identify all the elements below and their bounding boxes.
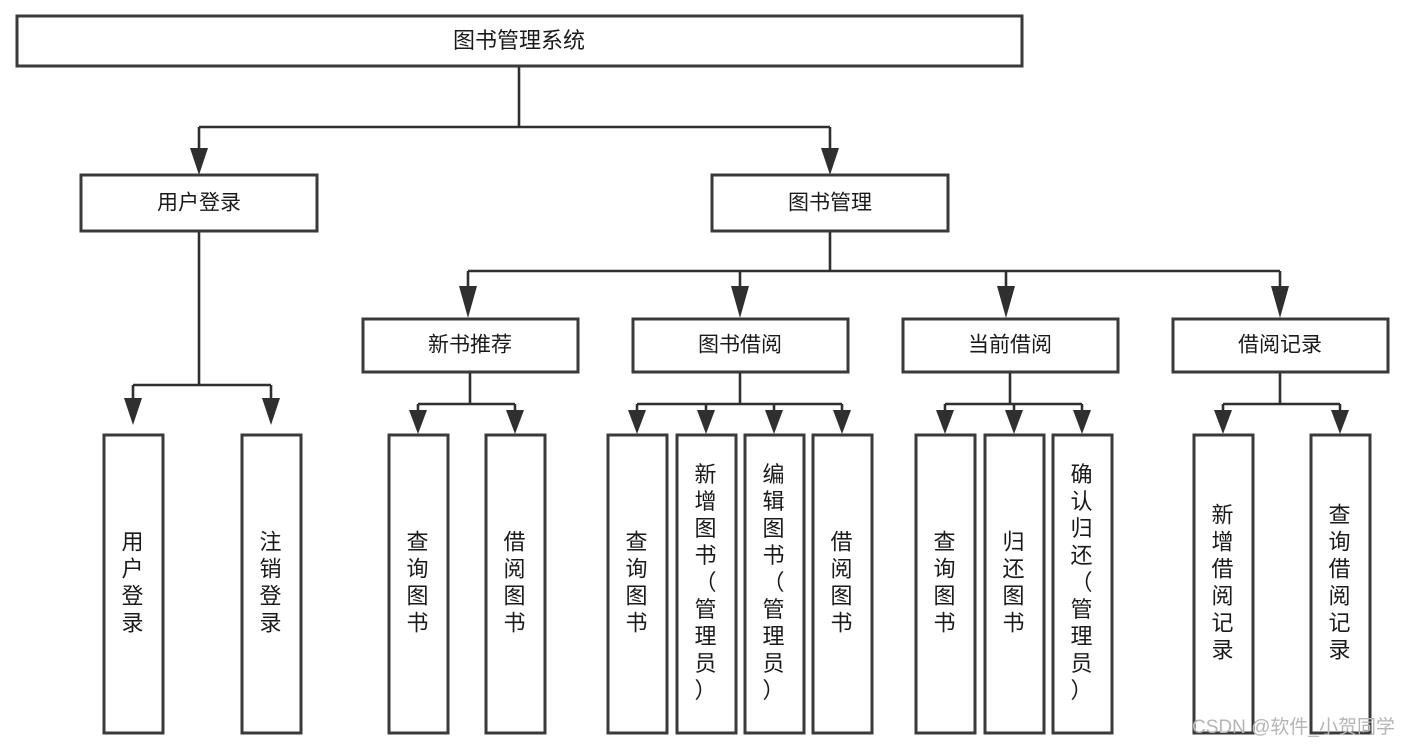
node-user-login[interactable]: 用户登录 [79, 173, 319, 233]
leaf-current-borrow-query-label: 查询图书 [933, 529, 956, 635]
leaf-book-borrow-borrow-label: 借阅图书 [830, 529, 853, 635]
leaf-current-borrow-confirm-label: 确认归还（管理员） [1070, 462, 1093, 703]
arrow-bookborrow-leaf-1 [628, 410, 646, 434]
arrow-currentborrow-leaf-1 [936, 410, 954, 434]
node-book-manage-label: 图书管理 [788, 192, 872, 215]
arrow-to-book-manage [821, 148, 839, 175]
leaf-current-borrow-query-box[interactable] [914, 433, 977, 735]
arrow-newbook-leaf-2 [506, 410, 524, 434]
leaf-new-book-borrow-box[interactable] [484, 433, 547, 735]
leaf-book-borrow-edit-label: 编辑图书（管理员） [762, 462, 785, 703]
leaf-new-book-borrow-label: 借阅图书 [503, 529, 526, 635]
leaf-book-borrow-borrow[interactable]: 借阅图书 [811, 433, 874, 735]
arrow-to-user-login-leaf [124, 398, 142, 425]
leaf-current-borrow-return[interactable]: 归还图书 [983, 433, 1046, 735]
node-current-borrow-label: 当前借阅 [968, 334, 1052, 357]
arrow-to-logout-leaf [262, 398, 280, 425]
node-new-book[interactable]: 新书推荐 [361, 317, 580, 374]
leaf-book-borrow-edit[interactable]: 编辑图书（管理员） [743, 433, 806, 735]
node-new-book-label: 新书推荐 [428, 334, 512, 357]
leaf-current-borrow-return-label: 归还图书 [1002, 529, 1025, 635]
arrow-to-borrow-record [1271, 286, 1289, 318]
leaf-new-book-query-label: 查询图书 [406, 529, 429, 635]
leaf-book-borrow-add-box[interactable] [675, 433, 738, 735]
node-borrow-record[interactable]: 借阅记录 [1171, 317, 1390, 374]
node-new-book-box[interactable] [361, 317, 580, 374]
leaf-new-book-query-box[interactable] [387, 433, 450, 735]
node-current-borrow-box[interactable] [901, 317, 1120, 374]
leaf-borrow-record-query[interactable]: 查询借阅记录 [1309, 433, 1372, 735]
arrow-bookborrow-leaf-2 [697, 410, 715, 434]
arrow-to-book-borrow [731, 286, 749, 318]
leaf-user-login-logout-label: 注销登录 [259, 529, 282, 635]
leaf-current-borrow-query[interactable]: 查询图书 [914, 433, 977, 735]
node-book-borrow-label: 图书借阅 [698, 334, 782, 357]
leaf-user-login-logout-box[interactable] [240, 433, 303, 735]
arrow-borrowrecord-leaf-1 [1214, 410, 1232, 434]
arrow-borrowrecord-leaf-2 [1331, 410, 1349, 434]
node-root-label: 图书管理系统 [453, 28, 585, 53]
arrow-to-current-borrow [997, 286, 1015, 318]
arrow-currentborrow-leaf-3 [1073, 410, 1091, 434]
arrow-to-user-login [190, 148, 208, 175]
connector-layer [124, 66, 1349, 434]
leaf-book-borrow-add[interactable]: 新增图书（管理员） [675, 433, 738, 735]
leaf-borrow-record-add[interactable]: 新增借阅记录 [1192, 433, 1255, 735]
leaf-book-borrow-add-label: 新增图书（管理员） [694, 462, 717, 703]
node-book-manage-box[interactable] [710, 173, 950, 233]
leaf-current-borrow-confirm[interactable]: 确认归还（管理员） [1051, 433, 1114, 735]
leaf-book-borrow-borrow-box[interactable] [811, 433, 874, 735]
node-root-box[interactable] [15, 14, 1024, 68]
node-current-borrow[interactable]: 当前借阅 [901, 317, 1120, 374]
watermark-label: CSDN @软件_小贺同学 [1192, 716, 1395, 738]
node-book-borrow[interactable]: 图书借阅 [631, 317, 850, 374]
leaf-new-book-query[interactable]: 查询图书 [387, 433, 450, 735]
leaf-borrow-record-add-label: 新增借阅记录 [1211, 502, 1234, 662]
leaf-user-login-login-box[interactable] [102, 433, 165, 735]
leaf-current-borrow-confirm-box[interactable] [1051, 433, 1114, 735]
leaf-user-login-login[interactable]: 用户登录 [102, 433, 165, 735]
leaf-book-borrow-edit-box[interactable] [743, 433, 806, 735]
leaf-book-borrow-query[interactable]: 查询图书 [606, 433, 669, 735]
node-root[interactable]: 图书管理系统 [15, 14, 1024, 68]
node-book-manage[interactable]: 图书管理 [710, 173, 950, 233]
node-user-login-label: 用户登录 [157, 192, 241, 215]
node-borrow-record-box[interactable] [1171, 317, 1390, 374]
leaf-new-book-borrow[interactable]: 借阅图书 [484, 433, 547, 735]
node-borrow-record-label: 借阅记录 [1238, 334, 1322, 357]
leaf-borrow-record-add-box[interactable] [1192, 433, 1255, 735]
node-user-login-box[interactable] [79, 173, 319, 233]
leaf-borrow-record-query-box[interactable] [1309, 433, 1372, 735]
arrow-to-new-book [459, 286, 477, 318]
arrow-bookborrow-leaf-4 [833, 410, 851, 434]
arrow-newbook-leaf-1 [409, 410, 427, 434]
node-book-borrow-box[interactable] [631, 317, 850, 374]
leaf-book-borrow-query-box[interactable] [606, 433, 669, 735]
leaf-user-login-logout[interactable]: 注销登录 [240, 433, 303, 735]
leaf-book-borrow-query-label: 查询图书 [625, 529, 648, 635]
leaf-current-borrow-return-box[interactable] [983, 433, 1046, 735]
leaf-user-login-login-label: 用户登录 [121, 529, 144, 635]
leaf-borrow-record-query-label: 查询借阅记录 [1328, 502, 1351, 662]
arrow-bookborrow-leaf-3 [765, 410, 783, 434]
arrow-currentborrow-leaf-2 [1005, 410, 1023, 434]
